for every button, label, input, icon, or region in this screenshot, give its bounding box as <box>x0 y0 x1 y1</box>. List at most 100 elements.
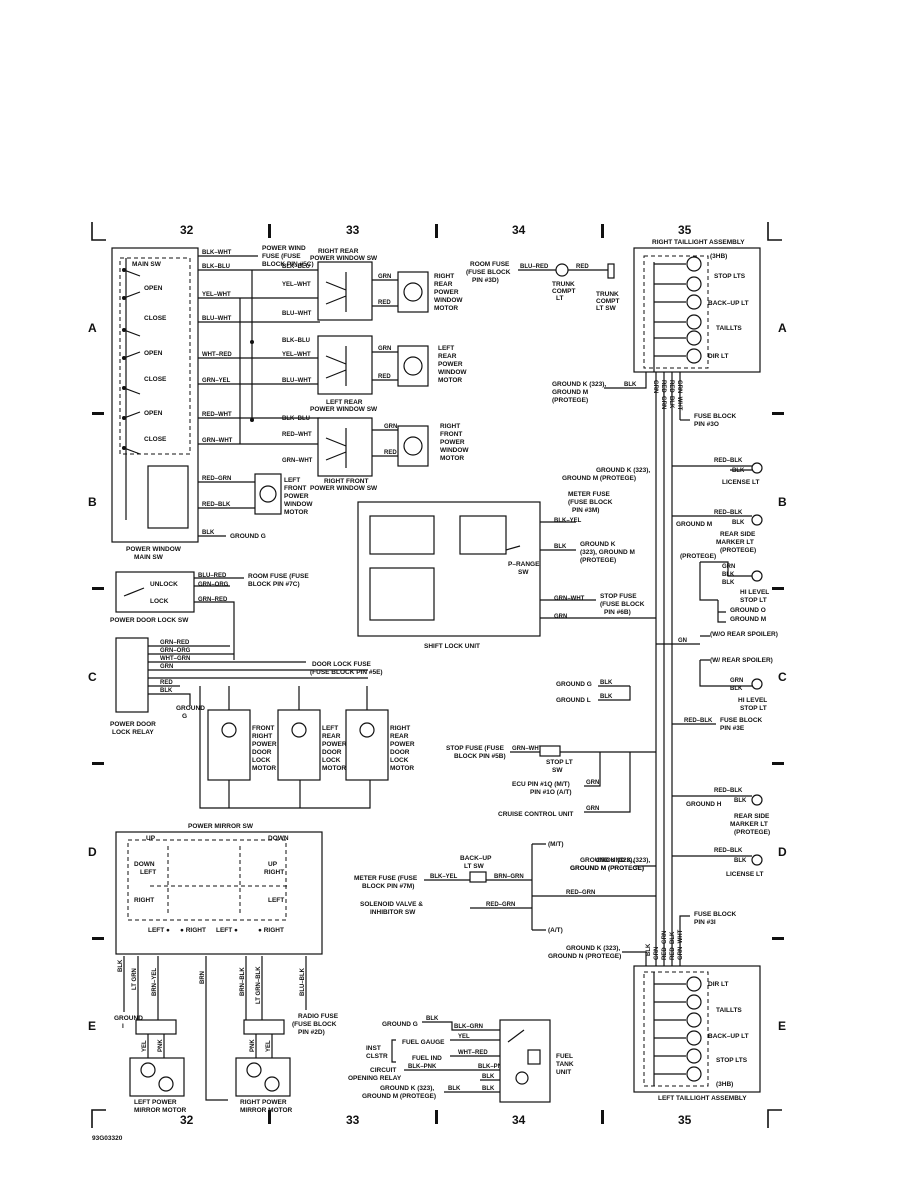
svg-text:LOCK RELAY: LOCK RELAY <box>112 729 154 736</box>
svg-text:PNK: PNK <box>158 1039 164 1052</box>
svg-text:LEFT: LEFT <box>322 725 338 732</box>
svg-text:(3HB): (3HB) <box>710 253 727 260</box>
license-lt-2: LICENSE LT <box>726 871 763 878</box>
svg-text:POWER: POWER <box>440 439 465 446</box>
svg-text:GRN–RED: GRN–RED <box>160 640 190 646</box>
svg-text:FUEL GAUGE: FUEL GAUGE <box>402 1039 445 1046</box>
svg-text:MIRROR MOTOR: MIRROR MOTOR <box>134 1107 187 1114</box>
left-taillight-section: GROUND K (323), GROUND N (PROTEGE) DIR L… <box>548 929 761 1102</box>
svg-text:MOTOR: MOTOR <box>440 455 464 462</box>
svg-text:BLK: BLK <box>722 580 735 586</box>
license-lt-1: LICENSE LT <box>722 479 759 486</box>
svg-text:POWER: POWER <box>434 289 459 296</box>
svg-text:POWER: POWER <box>390 741 415 748</box>
svg-text:RIGHT: RIGHT <box>134 897 154 904</box>
lr-window-sw <box>317 335 373 395</box>
svg-text:GRN–RED: GRN–RED <box>198 597 228 603</box>
svg-text:(3HB): (3HB) <box>716 1081 733 1088</box>
svg-text:YEL–WHT: YEL–WHT <box>282 352 311 358</box>
svg-text:DOOR LOCK FUSE: DOOR LOCK FUSE <box>312 661 372 668</box>
grid-row-right-a: A <box>778 321 787 335</box>
pw-fuse-1: POWER WIND <box>262 245 306 252</box>
svg-text:BRN–YEL: BRN–YEL <box>152 968 158 996</box>
svg-text:YEL: YEL <box>266 1040 272 1052</box>
trunk-wire-2: RED <box>576 264 589 270</box>
svg-text:GRN–WHT: GRN–WHT <box>282 458 313 464</box>
grid-row-right-d: D <box>778 845 787 859</box>
svg-text:RED: RED <box>384 450 397 456</box>
svg-text:GRN: GRN <box>554 614 567 620</box>
svg-text:BLK: BLK <box>732 468 745 474</box>
svg-text:TANK: TANK <box>556 1061 574 1068</box>
svg-text:LT GRN: LT GRN <box>132 968 138 990</box>
svg-text:GROUND K (323),: GROUND K (323), <box>596 857 650 864</box>
svg-text:MOTOR: MOTOR <box>438 377 462 384</box>
wire-blk-main: BLK <box>202 530 215 536</box>
svg-text:BLK: BLK <box>732 520 745 526</box>
grid-col-bottom-33: 33 <box>346 1113 360 1127</box>
grid-row-left-a: A <box>88 321 97 335</box>
svg-text:GRN: GRN <box>378 346 391 352</box>
stop-ground-g: GROUND G <box>556 681 592 688</box>
svg-text:DOWN: DOWN <box>268 835 289 842</box>
right-taillight-section: RIGHT TAILLIGHT ASSEMBLY (3HB) STOP LTS … <box>552 239 761 940</box>
grid-col-top-35: 35 <box>678 223 692 237</box>
svg-text:LEFT ●: LEFT ● <box>148 927 170 934</box>
svg-text:UP: UP <box>268 861 278 868</box>
svg-text:BLK: BLK <box>482 1074 495 1080</box>
svg-text:(FUSE BLOCK: (FUSE BLOCK <box>466 269 511 276</box>
svg-text:HI LEVEL: HI LEVEL <box>740 589 769 596</box>
svg-text:ROOM FUSE (FUSE: ROOM FUSE (FUSE <box>248 573 309 580</box>
w-spoiler: (W/ REAR SPOILER) <box>710 657 773 664</box>
svg-text:(FUSE BLOCK PIN #5E): (FUSE BLOCK PIN #5E) <box>310 669 383 676</box>
svg-text:GROUND K (323),: GROUND K (323), <box>596 467 650 474</box>
svg-text:BLK: BLK <box>646 943 652 956</box>
svg-text:COMPT: COMPT <box>596 298 620 305</box>
svg-text:WHT–RED: WHT–RED <box>458 1050 488 1056</box>
svg-text:POWER WINDOW SW: POWER WINDOW SW <box>310 485 378 492</box>
svg-text:DIR LT: DIR LT <box>708 981 728 988</box>
svg-text:MIRROR MOTOR: MIRROR MOTOR <box>240 1107 293 1114</box>
svg-text:BLK–PNK: BLK–PNK <box>478 1064 507 1070</box>
svg-text:RED–BLK: RED–BLK <box>714 848 743 854</box>
svg-text:DOWN: DOWN <box>134 861 155 868</box>
svg-text:CLSTR: CLSTR <box>366 1053 388 1060</box>
svg-text:BLK: BLK <box>118 959 124 972</box>
svg-text:BLK: BLK <box>554 544 567 550</box>
lf-window-motor <box>254 473 282 515</box>
power-door-lock-relay <box>115 637 149 713</box>
grid-row-right-b: B <box>778 495 787 509</box>
svg-text:LT GRN–BLK: LT GRN–BLK <box>256 966 262 1004</box>
svg-text:STOP FUSE: STOP FUSE <box>600 593 637 600</box>
power-window-section: MAIN SW OPEN CLOSE OPEN CLOSE OPEN CLOSE… <box>111 245 469 561</box>
svg-text:GROUND M: GROUND M <box>552 389 588 396</box>
rr-motor-1: RIGHT <box>434 273 454 280</box>
wire-red-grn: RED–GRN <box>202 476 231 482</box>
svg-text:GRN–WHT: GRN–WHT <box>554 596 585 602</box>
grid-col-top-32: 32 <box>180 223 194 237</box>
svg-text:YEL: YEL <box>142 1040 148 1052</box>
wire-wht-red: WHT–RED <box>202 352 232 358</box>
svg-text:BRN–GRN: BRN–GRN <box>494 874 524 880</box>
rr-sw-title-2: POWER WINDOW SW <box>310 255 378 262</box>
svg-text:RED–BLK: RED–BLK <box>668 380 674 409</box>
shift-lock-title: SHIFT LOCK UNIT <box>424 643 480 650</box>
svg-text:RADIO FUSE: RADIO FUSE <box>298 1013 339 1020</box>
svg-text:(FUSE BLOCK: (FUSE BLOCK <box>568 499 613 506</box>
rr-sw-title-1: RIGHT REAR <box>318 248 359 255</box>
svg-text:STOP LTS: STOP LTS <box>716 1057 748 1064</box>
svg-text:(PROTEGE): (PROTEGE) <box>552 397 588 404</box>
svg-text:STOP LT: STOP LT <box>546 759 573 766</box>
svg-text:BLK–YEL: BLK–YEL <box>430 874 458 880</box>
svg-text:FUSE BLOCK: FUSE BLOCK <box>694 413 737 420</box>
open-label-3: OPEN <box>144 410 163 417</box>
svg-text:BLK: BLK <box>722 572 735 578</box>
open-label-1: OPEN <box>144 285 163 292</box>
svg-text:(PROTEGE): (PROTEGE) <box>734 829 770 836</box>
svg-text:GRN: GRN <box>384 424 397 430</box>
power-mirror-title: POWER MIRROR SW <box>188 823 254 830</box>
svg-text:TRUNK: TRUNK <box>552 281 575 288</box>
svg-text:GRN: GRN <box>160 664 173 670</box>
svg-text:BLK–BLU: BLK–BLU <box>282 338 310 344</box>
power-window-main-sw-title-2: MAIN SW <box>134 554 164 561</box>
